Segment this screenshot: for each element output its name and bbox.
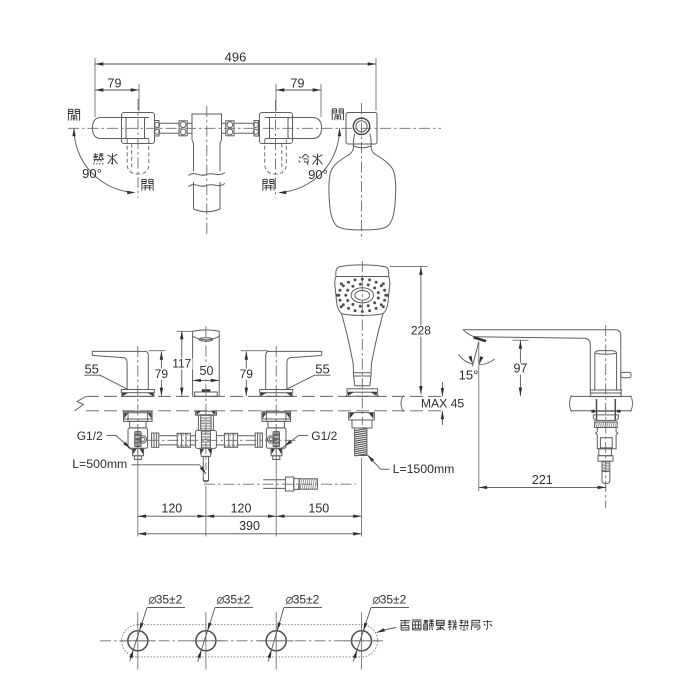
svg-text:35±2: 35±2 (156, 593, 183, 607)
svg-text:221: 221 (532, 473, 553, 487)
svg-text:79: 79 (155, 367, 169, 381)
svg-text:35±2: 35±2 (293, 593, 320, 607)
svg-text:MAX 45: MAX 45 (421, 397, 465, 411)
svg-text:L=1500mm: L=1500mm (393, 462, 455, 476)
svg-text:79: 79 (291, 77, 305, 91)
svg-text:50: 50 (200, 364, 214, 378)
svg-text:150: 150 (308, 502, 329, 516)
svg-text:15°: 15° (459, 368, 479, 383)
svg-text:496: 496 (225, 50, 247, 65)
svg-text:L=500mm: L=500mm (72, 457, 127, 471)
svg-text:35±2: 35±2 (380, 593, 407, 607)
svg-text:35±2: 35±2 (224, 593, 251, 607)
svg-text:55: 55 (84, 361, 98, 376)
svg-text:79: 79 (240, 367, 254, 381)
svg-text:90°: 90° (82, 166, 102, 181)
svg-text:228: 228 (411, 324, 431, 338)
svg-text:117: 117 (172, 357, 191, 371)
svg-text:120: 120 (161, 502, 182, 516)
svg-text:390: 390 (239, 519, 260, 533)
svg-text:G1/2: G1/2 (77, 429, 103, 443)
svg-text:120: 120 (231, 502, 252, 516)
svg-text:55: 55 (315, 361, 329, 376)
svg-text:90°: 90° (308, 167, 328, 182)
svg-text:97: 97 (513, 362, 527, 376)
svg-text:79: 79 (108, 77, 122, 91)
svg-text:G1/2: G1/2 (311, 429, 337, 443)
